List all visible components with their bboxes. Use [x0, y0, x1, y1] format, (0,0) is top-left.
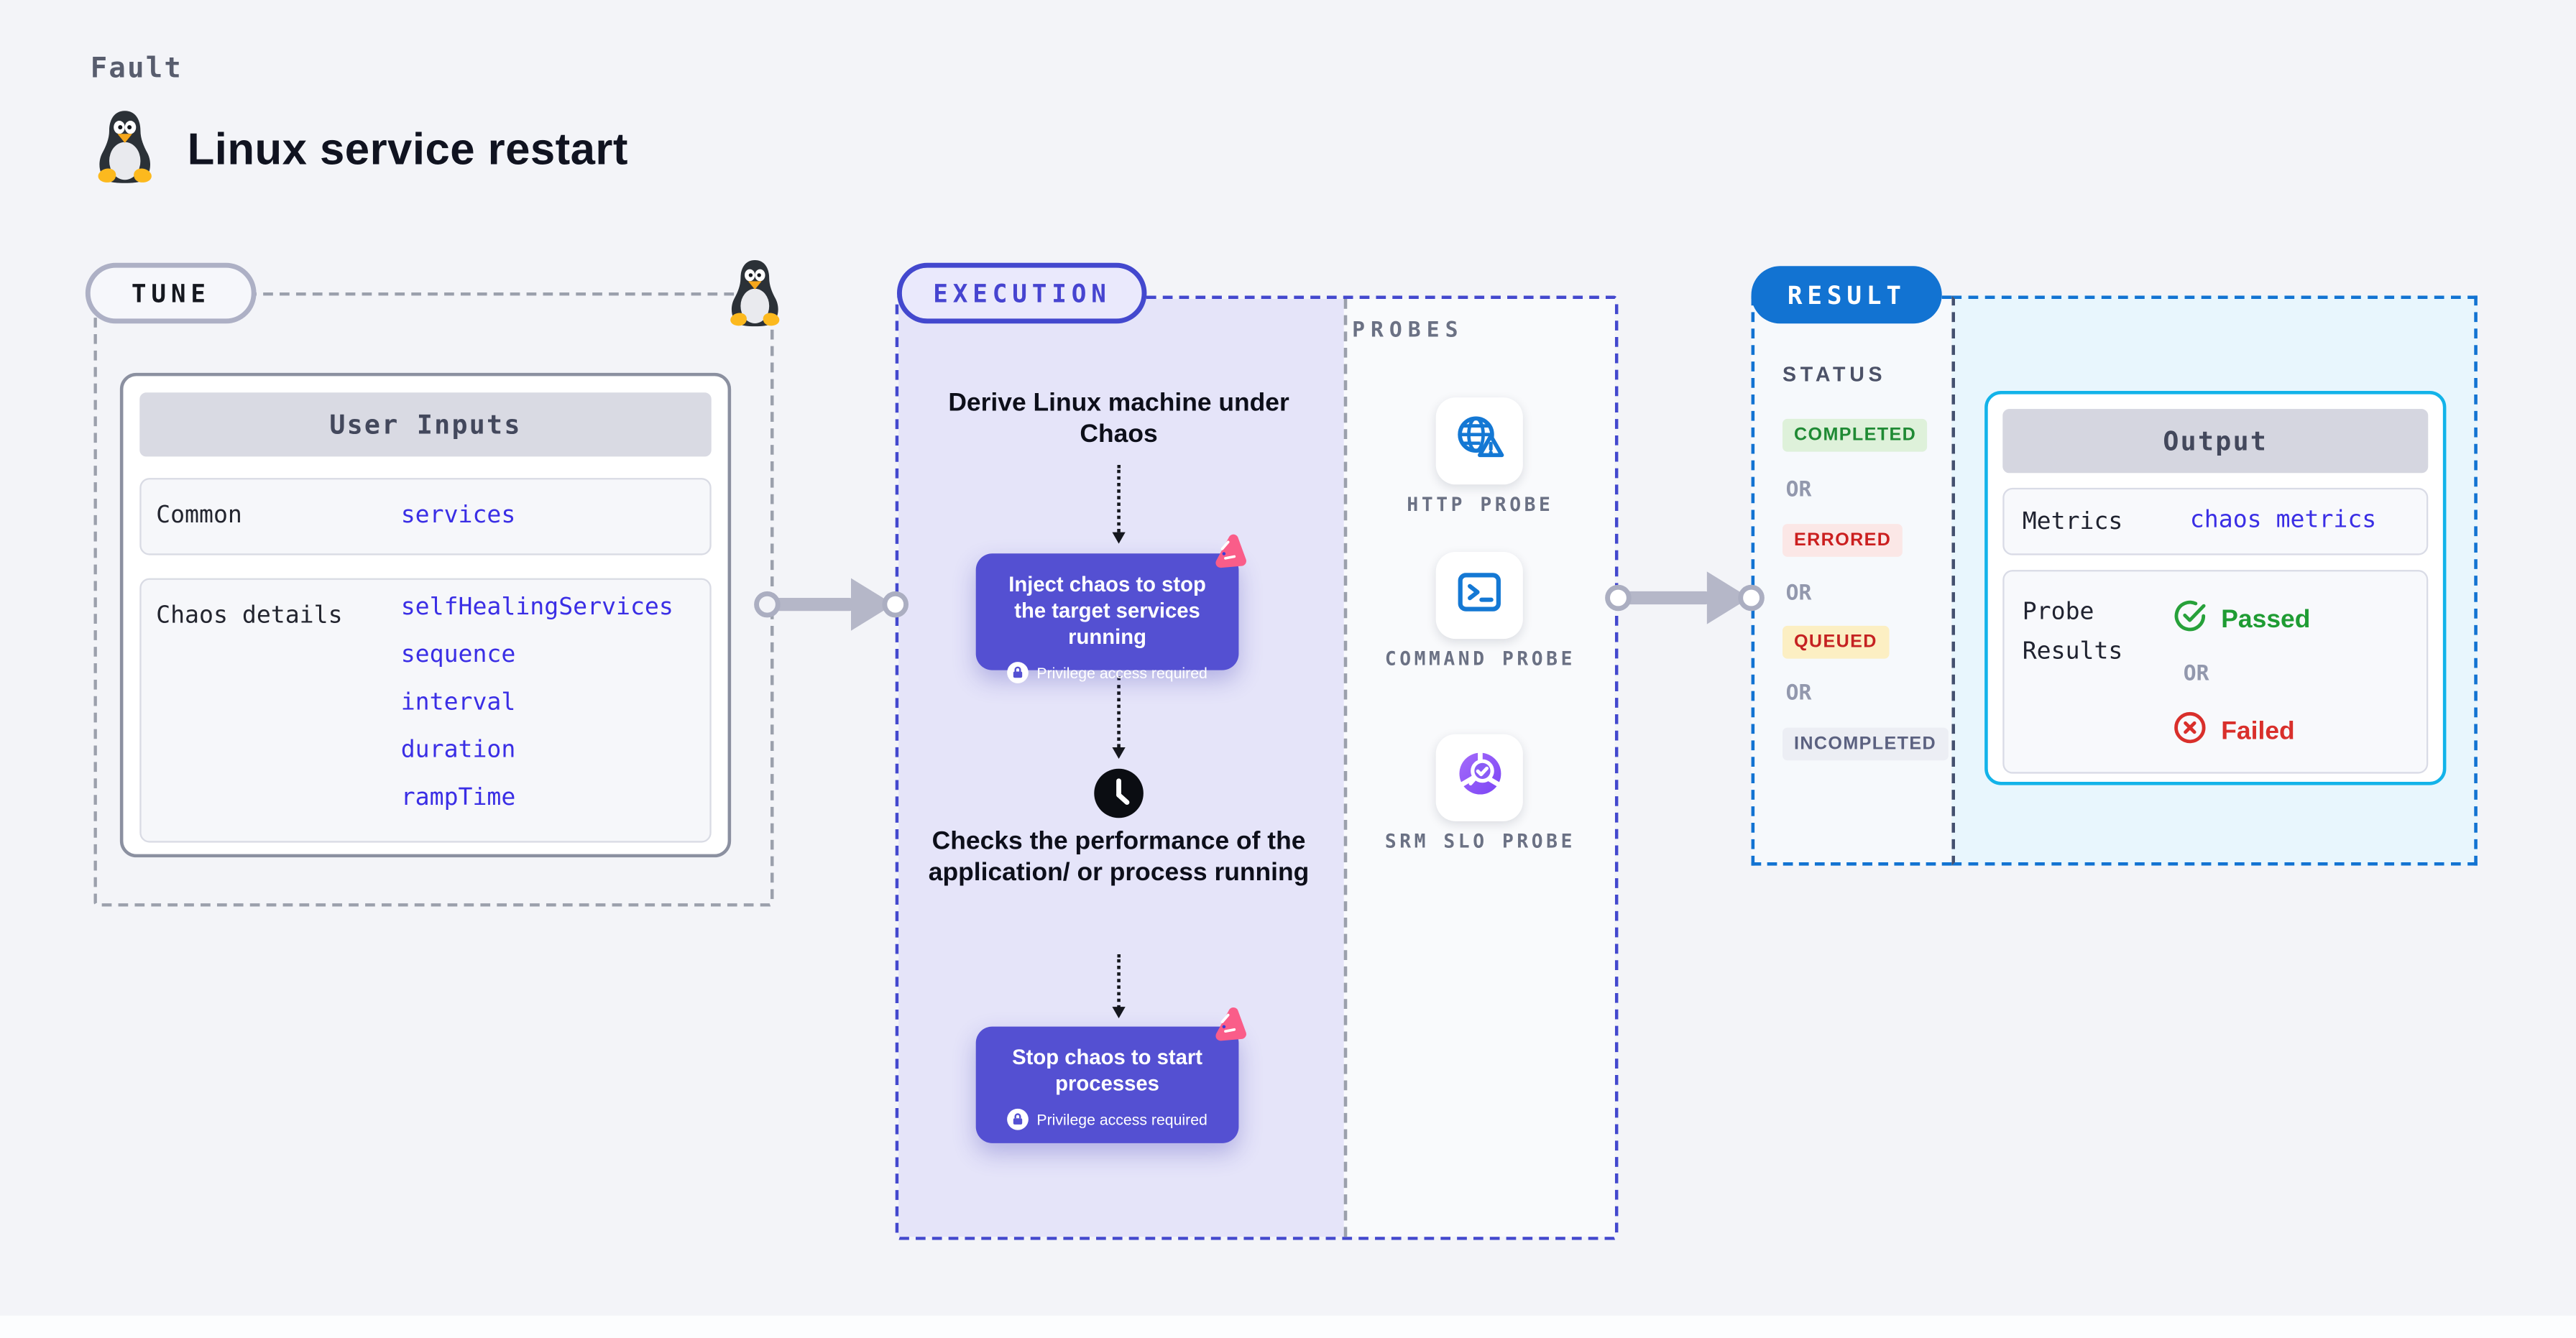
linux-tux-icon: [92, 109, 157, 188]
action-title: Stop chaos to start processes: [1012, 1044, 1203, 1096]
execution-badge: EXECUTION: [897, 262, 1148, 324]
flow-connector: [1112, 676, 1126, 760]
chaos-logo-icon: [1204, 529, 1250, 575]
privilege-text: Privilege access required: [1036, 664, 1208, 681]
probes-label: PROBES: [1352, 318, 1464, 343]
chaos-values-list: selfHealingServices sequence interval du…: [401, 585, 673, 823]
action-inject-chaos: Inject chaos to stop the target services…: [975, 553, 1239, 683]
metrics-row: Metrics chaos metrics: [2002, 487, 2429, 555]
linux-tux-icon-small: [724, 258, 786, 331]
probe-card-command: [1435, 552, 1523, 640]
chaos-value: sequence: [400, 642, 516, 669]
arrow-tune-to-execution: [772, 598, 855, 612]
status-badge-incompleted: INCOMPLETED: [1782, 727, 1949, 761]
verdict-passed: Passed: [2172, 598, 2311, 642]
clock-icon: [1092, 767, 1145, 819]
execution-step-checks: Checks the performance of the applicatio…: [928, 828, 1310, 887]
chaos-value: interval: [400, 690, 516, 716]
common-label: Common: [156, 502, 242, 530]
chaos-value: selfHealingServices: [400, 594, 673, 622]
chaos-value: rampTime: [400, 785, 516, 812]
arrow-end-ring: [1738, 584, 1765, 612]
verdict-failed: Failed: [2172, 709, 2295, 754]
user-inputs-header: User Inputs: [139, 392, 712, 457]
output-card: Output Metrics chaos metrics Probe Resul…: [1984, 391, 2447, 785]
probe-label-srm-slo: SRM SLO PROBE: [1384, 829, 1576, 853]
probe-results-row: Probe Results Passed OR: [2002, 570, 2429, 774]
status-badge-errored: ERRORED: [1782, 524, 1903, 557]
passed-text: Passed: [2221, 605, 2311, 634]
result-badge: RESULT: [1751, 266, 1943, 324]
chaos-logo-icon: [1204, 1002, 1250, 1048]
page-title: Linux service restart: [187, 124, 628, 175]
user-inputs-row-chaos: Chaos details selfHealingServices sequen…: [139, 578, 712, 843]
metrics-value: chaos metrics: [2189, 507, 2377, 534]
page-bottom-strip: [0, 1315, 2576, 1338]
user-inputs-row-common: Common services: [139, 478, 712, 555]
probe-label-command: COMMAND PROBE: [1384, 647, 1576, 670]
slo-pie-icon: [1453, 747, 1506, 808]
arrow-start-ring: [1605, 584, 1632, 612]
or-separator: OR: [1785, 581, 1812, 606]
probe-card-http: [1435, 397, 1523, 485]
failed-text: Failed: [2221, 716, 2295, 745]
output-header: Output: [2002, 409, 2429, 474]
chaos-details-label: Chaos details: [156, 602, 343, 629]
status-label: STATUS: [1782, 363, 1887, 387]
tune-badge: TUNE: [85, 262, 257, 324]
result-status-box: [1751, 295, 1952, 866]
status-badge-queued: QUEUED: [1782, 625, 1889, 659]
privilege-note: Privilege access required: [993, 1108, 1223, 1130]
or-separator: OR: [1785, 478, 1812, 503]
lock-icon: [1007, 1108, 1029, 1130]
x-circle-icon: [2172, 709, 2208, 754]
probe-card-srm-slo: [1435, 734, 1523, 821]
user-inputs-card: User Inputs Common services Chaos detail…: [119, 372, 732, 858]
metrics-label: Metrics: [2022, 509, 2123, 536]
lock-icon: [1007, 662, 1029, 683]
terminal-icon: [1454, 566, 1505, 624]
probe-results-label: Probe Results: [2022, 599, 2123, 665]
privilege-text: Privilege access required: [1036, 1111, 1208, 1128]
privilege-note: Privilege access required: [993, 662, 1223, 683]
chaos-value: duration: [400, 737, 516, 764]
or-separator: OR: [1785, 681, 1812, 706]
arrow-start-ring: [754, 591, 781, 618]
arrow-execution-to-result: [1623, 591, 1711, 605]
status-badge-completed: COMPLETED: [1782, 418, 1928, 452]
action-title: Inject chaos to stop the target services…: [1008, 571, 1206, 649]
fault-kicker: Fault: [90, 52, 183, 86]
check-circle-icon: [2172, 598, 2208, 642]
arrow-end-ring: [882, 591, 908, 618]
common-value: services: [400, 502, 516, 530]
globe-alert-icon: [1451, 412, 1507, 471]
flow-connector: [1112, 464, 1126, 544]
probe-label-http: HTTP PROBE: [1407, 492, 1554, 516]
flow-connector: [1112, 954, 1126, 1019]
action-stop-chaos: Stop chaos to start processes Privilege …: [975, 1026, 1239, 1143]
execution-step-derive: Derive Linux machine under Chaos: [948, 389, 1289, 448]
or-separator: OR: [2183, 662, 2209, 687]
